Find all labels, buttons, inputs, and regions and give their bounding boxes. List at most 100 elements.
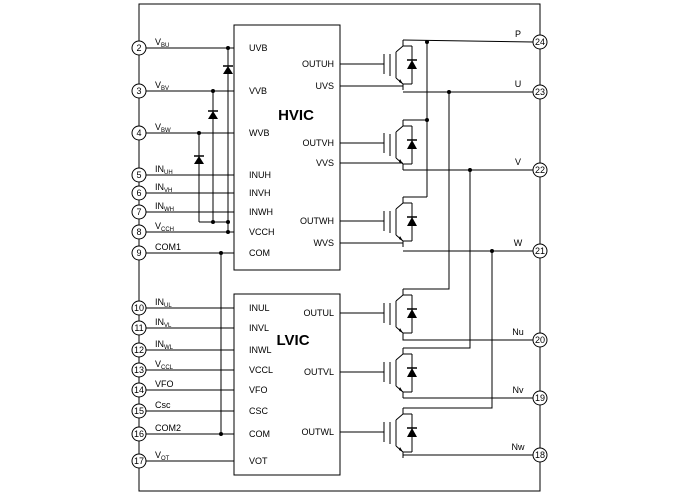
terminal-label: W	[514, 238, 523, 248]
terminal-label: INWH	[155, 201, 174, 213]
lvic-pin-label: VOT	[249, 456, 268, 466]
terminal-label: U	[515, 79, 522, 89]
low-side-igbt	[389, 289, 417, 339]
terminal-number: 11	[134, 323, 143, 333]
terminal-circle	[131, 300, 147, 316]
freewheel-diode	[407, 140, 417, 149]
terminal-circle	[532, 162, 548, 178]
diode-triangle	[208, 111, 218, 119]
lvic-output-label: OUTUL	[303, 308, 334, 318]
terminal-label: INVL	[155, 317, 172, 329]
diode-triangle	[194, 156, 204, 164]
terminal-number: 5	[136, 170, 141, 180]
terminal-number: 8	[136, 227, 141, 237]
junction-dot	[425, 118, 429, 122]
hvic-vs-label: VVS	[316, 158, 334, 168]
nw-wire	[402, 454, 533, 458]
junction-dot	[490, 249, 494, 253]
hvic-pin-label: VVB	[249, 86, 267, 96]
terminal-label: P	[515, 29, 521, 39]
label-subscript: CCL	[161, 365, 174, 371]
terminal-circle	[131, 403, 147, 419]
hvic-output-label: OUTUH	[302, 59, 334, 69]
igbt-arrow	[399, 387, 403, 392]
label-main: IN	[155, 297, 164, 307]
label-main: V	[155, 122, 161, 132]
label-subscript: OT	[161, 456, 170, 462]
terminal-circle	[532, 390, 548, 406]
p-bus	[402, 39, 534, 43]
terminal-label: Nu	[512, 327, 524, 337]
nu-wire	[402, 339, 533, 341]
terminal-number: 13	[134, 365, 144, 375]
junction-dot	[211, 89, 215, 93]
terminal-number: 16	[134, 429, 144, 439]
u-low-link	[403, 92, 450, 290]
igbt-collector	[395, 353, 404, 361]
terminal-number: 18	[535, 450, 545, 460]
label-subscript: UL	[164, 303, 172, 309]
terminal-number: 21	[535, 246, 545, 256]
terminal-number: 2	[136, 43, 141, 53]
junction-dot	[226, 230, 230, 234]
diode-triangle	[223, 66, 233, 74]
junction-dot	[468, 168, 472, 172]
junction-dot	[219, 432, 223, 436]
hvic-pin-label: WVB	[249, 128, 270, 138]
label-main: IN	[155, 201, 164, 211]
terminal-label: VBW	[155, 122, 171, 134]
igbt-arrow	[399, 328, 403, 333]
terminal-number: 19	[535, 393, 545, 403]
hvic-output-label: OUTWH	[300, 216, 334, 226]
label-main: IN	[155, 182, 164, 192]
terminal-circle	[131, 83, 147, 99]
label-subscript: BW	[161, 128, 171, 134]
label-subscript: BU	[161, 43, 169, 49]
hvic-pin-label: UVB	[249, 43, 268, 53]
junction-dot	[425, 40, 429, 44]
lvic-pin-label: CSC	[249, 406, 269, 416]
freewheel-diode	[407, 217, 417, 226]
label-subscript: BV	[161, 86, 169, 92]
terminal-number: 4	[136, 128, 141, 138]
hvic-pin-label: INVH	[249, 188, 271, 198]
terminal-label: Nw	[512, 442, 525, 452]
junction-dot	[211, 220, 215, 224]
junction-dot	[447, 90, 451, 94]
terminal-circle	[532, 447, 548, 463]
terminal-circle	[131, 426, 147, 442]
terminal-number: 3	[136, 86, 141, 96]
terminal-number: 10	[134, 303, 144, 313]
low-side-igbt	[389, 348, 417, 398]
freewheel-diode	[407, 309, 417, 318]
terminal-circle	[131, 185, 147, 201]
terminal-circle	[131, 342, 147, 358]
label-subscript: WL	[164, 345, 174, 351]
terminal-number: 22	[535, 165, 545, 175]
bootstrap-diode-u	[223, 65, 233, 74]
terminal-label: INVH	[155, 182, 172, 194]
lvic-pin-label: COM	[249, 429, 270, 439]
terminal-label: COM2	[155, 423, 181, 433]
terminal-number: 12	[134, 345, 144, 355]
label-main: V	[155, 359, 161, 369]
terminal-number: 15	[134, 406, 144, 416]
label-main: V	[155, 80, 161, 90]
terminal-circle	[131, 167, 147, 183]
low-side-igbt	[389, 408, 417, 458]
igbt-arrow	[399, 236, 403, 241]
terminal-label: INUL	[155, 297, 172, 309]
components: HVICLVIC2VBU3VBV4VBW5INUH6INVH7INWH8VCCH…	[131, 3, 548, 492]
lvic-box	[233, 293, 341, 476]
junction-dot	[226, 46, 230, 50]
igbt-arrow	[399, 447, 403, 452]
lvic-pin-label: INWL	[249, 345, 272, 355]
terminal-number: 17	[134, 456, 144, 466]
high-side-igbt	[389, 120, 417, 170]
terminal-number: 20	[535, 335, 545, 345]
hvic-output-label: OUTVH	[303, 138, 335, 148]
freewheel-diode	[407, 60, 417, 69]
igbt-collector	[395, 45, 404, 53]
high-side-igbt	[389, 197, 417, 247]
